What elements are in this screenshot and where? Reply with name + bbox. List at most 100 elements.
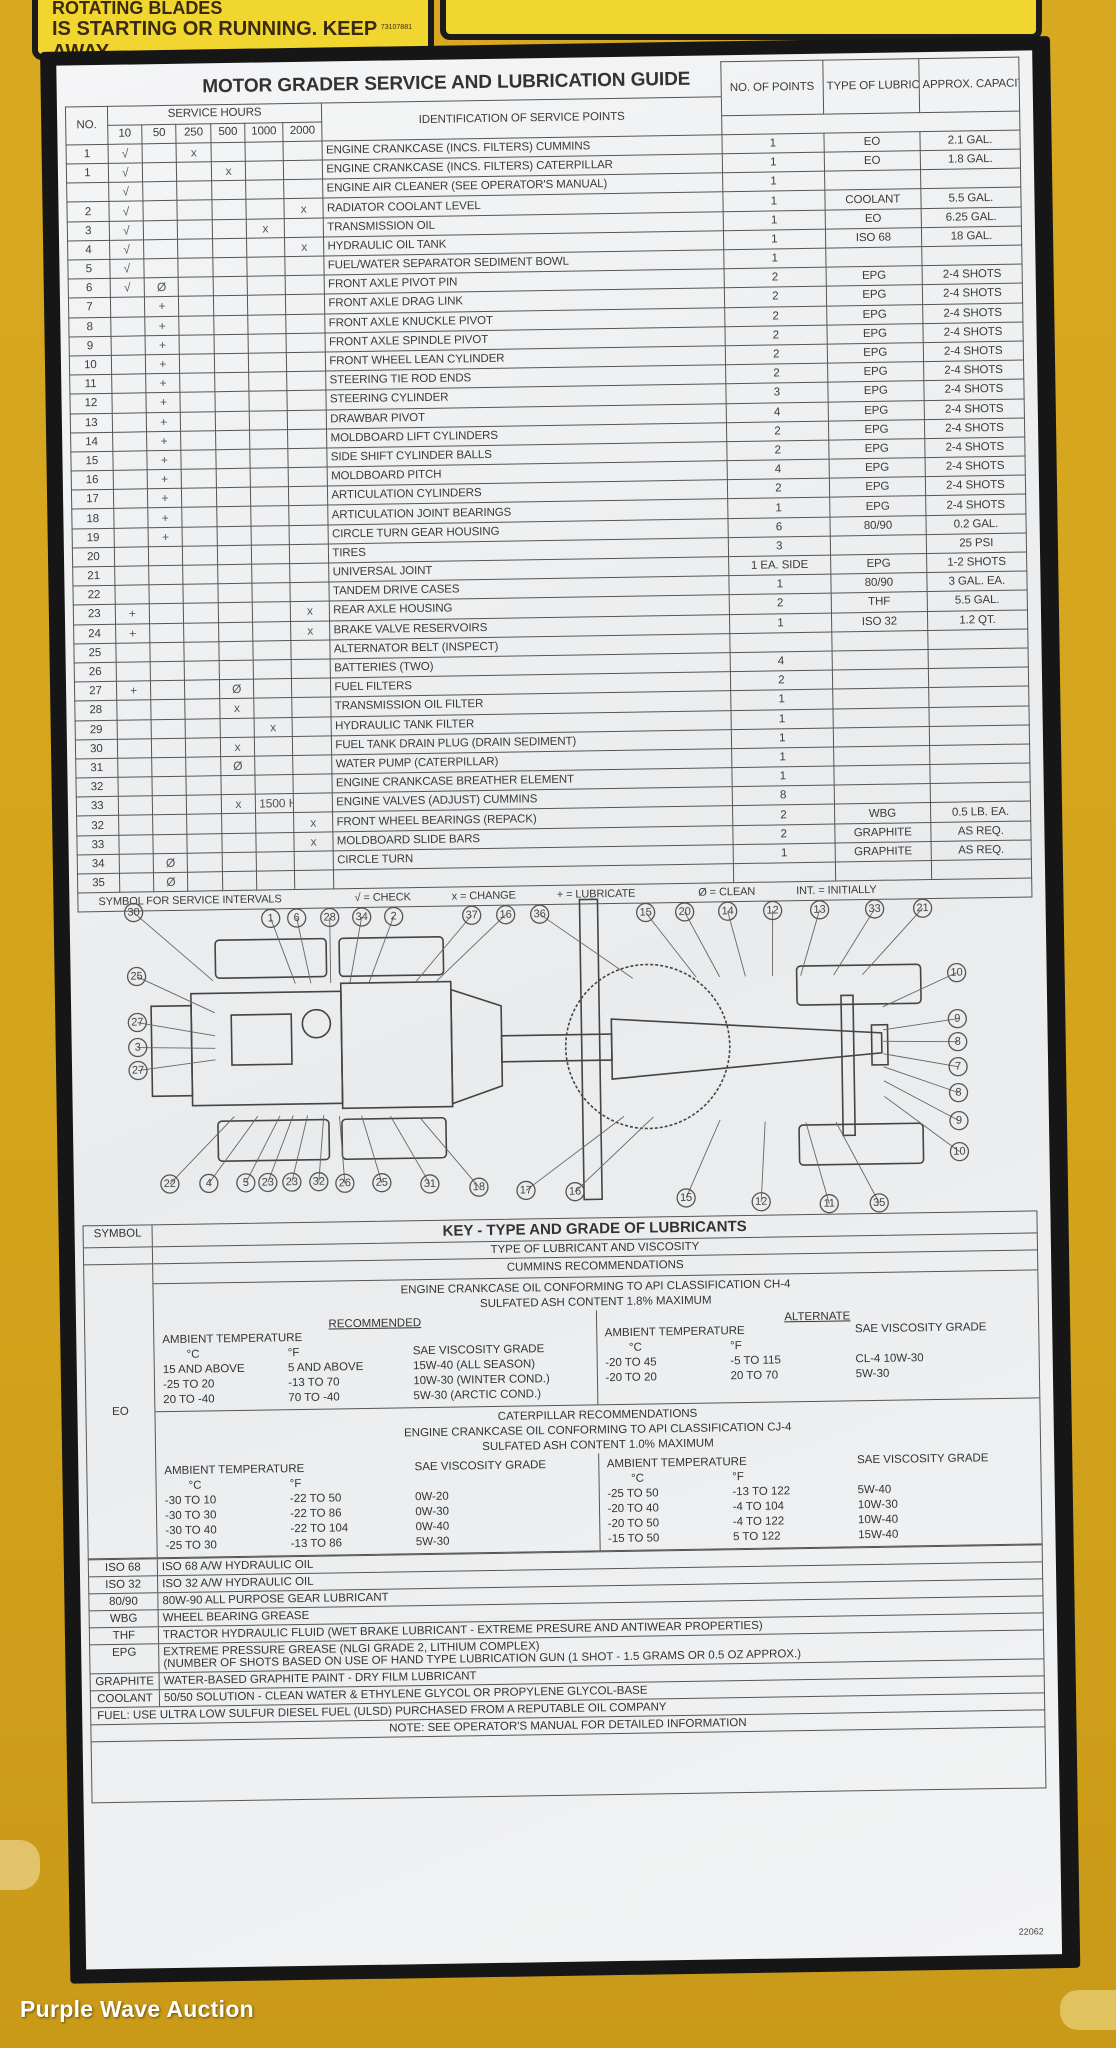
lubricant-type: ISO 68 xyxy=(825,227,922,249)
service-mark xyxy=(186,794,222,815)
service-mark: + xyxy=(116,680,151,701)
row-number: 1 xyxy=(66,163,109,184)
lubricant-type: THF xyxy=(831,591,928,613)
callout-number: 12 xyxy=(762,900,783,977)
service-mark xyxy=(111,412,147,433)
row-number: 21 xyxy=(72,566,115,587)
capacity: 3 GAL. EA. xyxy=(926,571,1028,592)
row-number: 24 xyxy=(73,623,116,644)
callout-label: 27 xyxy=(131,1016,143,1028)
callout-number: 33 xyxy=(833,899,885,976)
service-mark xyxy=(178,257,213,278)
row-number: 8 xyxy=(68,316,111,337)
service-mark xyxy=(214,391,250,412)
capacity xyxy=(929,763,1031,784)
service-mark: √ xyxy=(108,201,144,221)
service-mark xyxy=(253,697,292,718)
service-mark xyxy=(113,489,148,509)
callout-label: 8 xyxy=(955,1036,961,1048)
callout-number: 5 xyxy=(236,1115,281,1193)
service-mark xyxy=(152,795,188,816)
service-mark xyxy=(251,563,290,584)
service-mark xyxy=(118,834,154,855)
points-count: 1 xyxy=(730,689,833,711)
callout-label: 18 xyxy=(473,1181,485,1193)
callout-label: 5 xyxy=(243,1177,249,1189)
row-number: 30 xyxy=(75,738,118,759)
service-mark: √ xyxy=(107,143,143,164)
service-mark xyxy=(110,297,145,317)
callout-number: 25 xyxy=(126,966,215,1014)
key-cell: -30 TO 30 xyxy=(164,1509,217,1523)
row-number: 14 xyxy=(70,432,113,452)
callout-label: 11 xyxy=(823,1198,835,1210)
service-mark xyxy=(246,199,284,219)
service-mark xyxy=(183,603,219,623)
row-number: 31 xyxy=(75,758,118,779)
callout-number: 35 xyxy=(835,1121,889,1213)
service-mark xyxy=(288,505,329,526)
callout-label: 27 xyxy=(132,1064,144,1076)
key-cell: 10W-30 xyxy=(857,1498,898,1512)
service-mark xyxy=(143,258,179,279)
circle-gear xyxy=(564,963,731,1130)
points-count: 1 xyxy=(721,133,825,154)
service-mark xyxy=(256,832,294,852)
service-mark xyxy=(152,814,188,835)
service-mark xyxy=(178,276,214,297)
capacity: 2-4 SHOTS xyxy=(924,436,1026,458)
row-number: 7 xyxy=(68,297,111,318)
service-mark xyxy=(181,487,217,508)
capacity: 1.2 QT. xyxy=(927,609,1028,631)
service-mark: 1500 HRS. xyxy=(255,793,294,814)
capacity: AS REQ. xyxy=(930,820,1032,842)
service-mark: + xyxy=(115,623,150,644)
service-mark xyxy=(250,506,289,526)
service-mark: Ø xyxy=(219,679,254,700)
key-symbol: COOLANT xyxy=(90,1690,161,1708)
service-mark xyxy=(286,371,327,391)
callout-number: 16 xyxy=(565,1116,654,1202)
service-mark xyxy=(184,660,220,681)
service-mark xyxy=(286,390,327,411)
service-mark xyxy=(142,181,178,202)
service-mark xyxy=(110,335,146,356)
service-mark xyxy=(212,238,248,258)
lubricant-type: EPG xyxy=(829,496,926,517)
capacity: 2-4 SHOTS xyxy=(923,360,1024,381)
callout-label: 21 xyxy=(916,902,928,914)
service-mark xyxy=(214,353,249,373)
lubricant-type: EPG xyxy=(828,419,925,440)
service-mark xyxy=(292,773,333,794)
capacity: 1.8 GAL. xyxy=(920,149,1021,170)
lubricant-type: 80/90 xyxy=(830,572,927,594)
service-mark xyxy=(213,314,249,335)
points-count: 2 xyxy=(732,823,835,845)
service-mark xyxy=(249,429,288,450)
bracket xyxy=(0,1840,40,1890)
lubricant-type: ISO 32 xyxy=(831,611,928,632)
service-mark xyxy=(143,239,179,259)
service-mark: x xyxy=(283,198,324,219)
service-mark xyxy=(142,143,177,163)
callout-number: 27 xyxy=(128,1059,216,1081)
service-mark xyxy=(289,562,330,583)
points-count: 1 xyxy=(731,766,835,787)
points-count: 6 xyxy=(727,516,831,538)
callout-number: 7 xyxy=(883,1053,968,1077)
service-mark xyxy=(112,469,148,490)
key-cell: 70 TO -40 xyxy=(288,1391,340,1405)
service-mark xyxy=(250,467,289,488)
service-mark: √ xyxy=(108,162,143,183)
service-mark xyxy=(215,410,250,431)
row-number: 5 xyxy=(67,259,110,280)
service-mark: + xyxy=(147,488,183,509)
service-mark xyxy=(187,814,222,834)
engine-block xyxy=(230,1013,293,1066)
service-mark xyxy=(291,716,332,737)
service-mark: + xyxy=(144,296,180,317)
service-mark xyxy=(177,219,213,240)
service-mark xyxy=(149,603,185,624)
service-mark xyxy=(210,142,246,162)
points-count: 1 xyxy=(729,612,832,634)
